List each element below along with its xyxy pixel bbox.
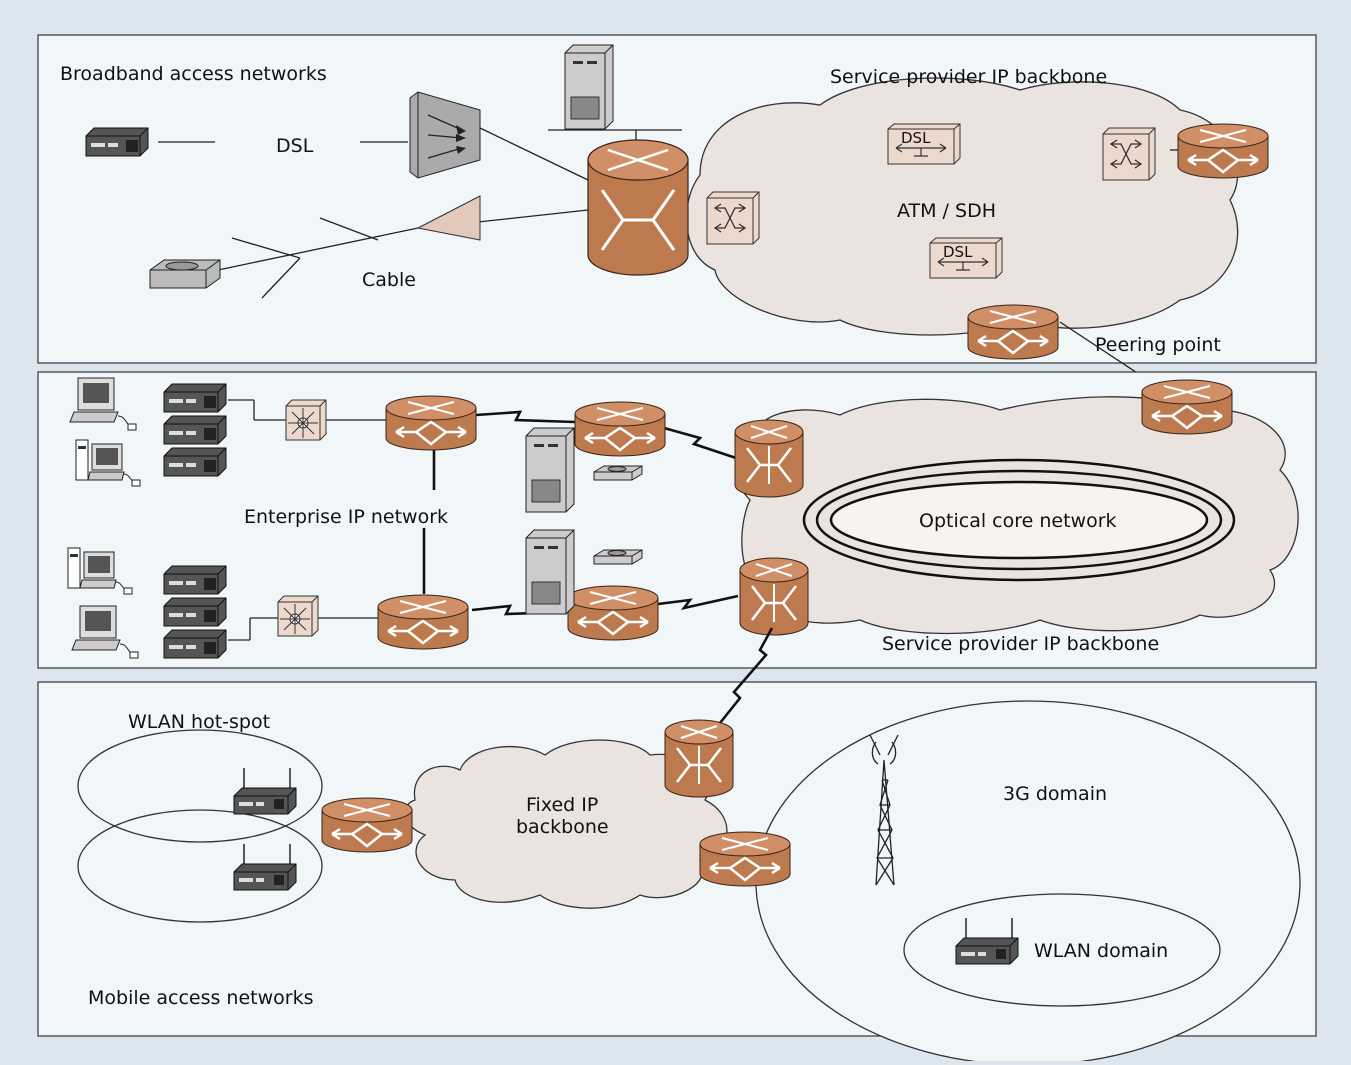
- peering-router-icon: [1140, 378, 1234, 436]
- wlan-hotspot-area-upper: [77, 729, 323, 843]
- enterprise-router-icon-upper: [384, 394, 478, 452]
- dsl-label: DSL: [276, 135, 314, 157]
- lan-switch-icon-lower: [277, 595, 319, 637]
- optical-ring-middle: [815, 469, 1223, 571]
- mobile-edge-router-icon: [663, 718, 735, 799]
- hub-icon-lower: [593, 549, 643, 565]
- wan-link-mobile: [714, 627, 774, 729]
- wan-link-upper-2: [663, 426, 737, 460]
- sp-backbone-label-top: Service provider IP backbone: [830, 66, 1107, 88]
- optical-core-label: Optical core network: [919, 510, 1117, 532]
- broadband-access-router-icon: [586, 138, 690, 277]
- cable-branch-2: [261, 257, 301, 299]
- cable-trunk: [217, 227, 419, 271]
- optical-ring-inner: [829, 480, 1209, 560]
- fixed-backbone-label-line-1: Fixed IP: [526, 794, 598, 816]
- wlan-domain-label: WLAN domain: [1034, 940, 1168, 962]
- sp-backbone-label-middle: Service provider IP backbone: [882, 633, 1159, 655]
- backbone-peering-router-icon: [966, 303, 1060, 361]
- enterprise-router-icon-lower: [376, 593, 470, 651]
- enterprise-modem-icon-3: [163, 447, 227, 477]
- cable-modem-icon: [149, 259, 221, 289]
- wlan-hotspot-label: WLAN hot-spot: [128, 711, 270, 733]
- hub-icon-upper: [593, 465, 643, 481]
- wlan-domain-area: [903, 893, 1221, 1007]
- dslam-label-top: DSL: [901, 129, 931, 147]
- enterprise-modem-icon-4: [163, 565, 227, 595]
- atm-sdh-label: ATM / SDH: [897, 200, 996, 222]
- dslam-icon: [409, 91, 481, 179]
- core-edge-router-icon-upper: [733, 418, 805, 499]
- dsl-modem-icon: [85, 127, 149, 157]
- atm-switch-icon-left: [706, 191, 760, 245]
- cable-branch-1: [231, 237, 301, 259]
- 3g-domain-label: 3G domain: [1003, 783, 1107, 805]
- wan-router-icon-lower: [566, 584, 660, 642]
- fixed-backbone-label-line-2: backbone: [516, 816, 609, 838]
- amplifier-router-link: [477, 209, 589, 223]
- server-icon-top: [564, 44, 614, 130]
- backbone-edge-router-icon: [1176, 122, 1270, 180]
- enterprise-network-label: Enterprise IP network: [244, 506, 448, 528]
- server-icon-middle-upper: [525, 427, 575, 513]
- cable-label: Cable: [362, 269, 416, 291]
- enterprise-modem-icon-6: [163, 629, 227, 659]
- peering-point-label: Peering point: [1095, 334, 1221, 356]
- wlan-hotspot-area-lower: [77, 809, 323, 923]
- optical-ring-outer: [802, 458, 1236, 582]
- lan-switch-icon-upper: [285, 399, 327, 441]
- dslam-label-bottom: DSL: [943, 243, 973, 261]
- 3g-domain-area: [755, 700, 1301, 1065]
- 3g-gateway-router-icon: [698, 830, 792, 888]
- wan-link-upper-1: [475, 410, 576, 424]
- core-edge-router-icon-lower: [738, 556, 810, 637]
- hotspot-gateway-router-icon: [320, 796, 414, 854]
- server-icon-middle-lower: [525, 529, 575, 615]
- sp-backbone-cloud-top: [685, 77, 1239, 336]
- wan-router-icon-upper: [573, 400, 667, 458]
- cell-tower-icon: [869, 734, 899, 886]
- enterprise-modem-icon-5: [163, 597, 227, 627]
- enterprise-modem-icon-1: [163, 383, 227, 413]
- enterprise-modem-icon-2: [163, 415, 227, 445]
- cable-amplifier-icon: [416, 195, 481, 241]
- broadband-panel-title: Broadband access networks: [60, 63, 327, 85]
- wan-link-lower-2: [657, 594, 739, 611]
- cable-branch-3: [319, 217, 379, 241]
- mobile-panel-title: Mobile access networks: [88, 987, 314, 1009]
- atm-switch-icon-right: [1102, 127, 1156, 181]
- dslam-router-link: [479, 127, 589, 181]
